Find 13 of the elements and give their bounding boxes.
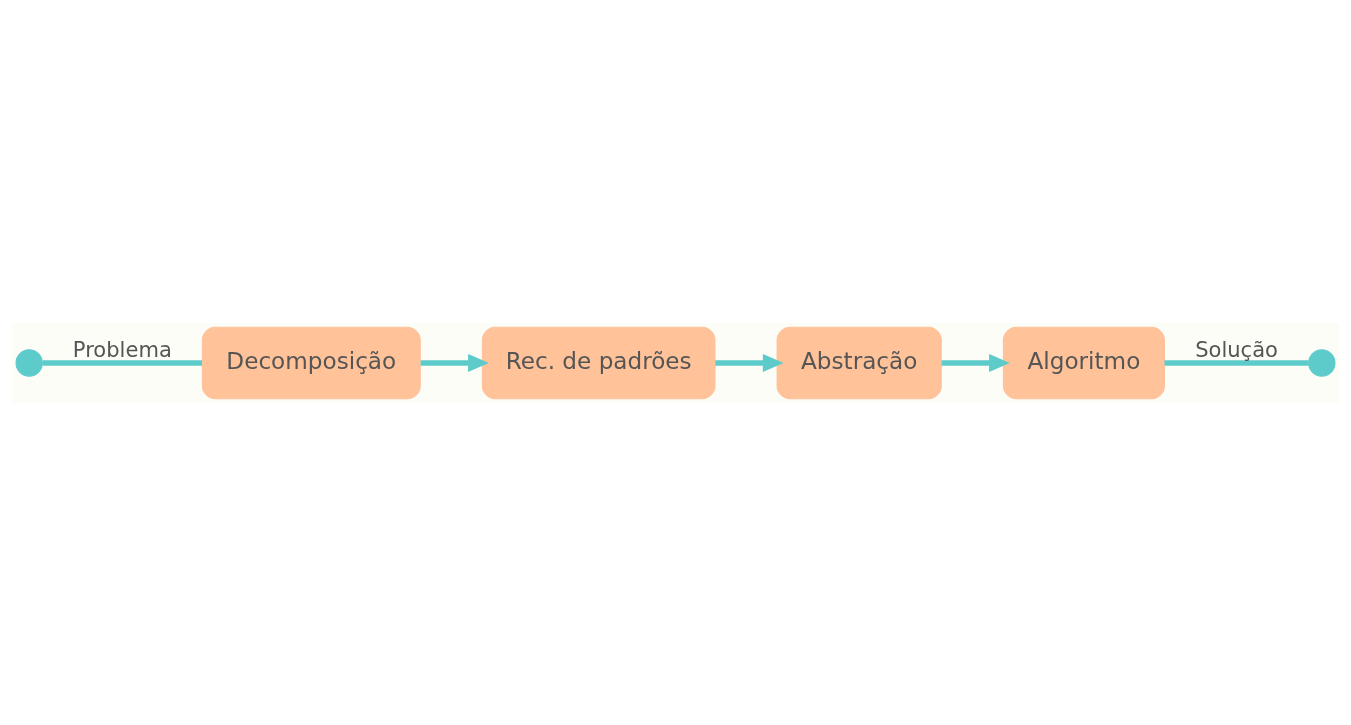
connector (1164, 359, 1309, 366)
node-box: Rec. de padrões (481, 326, 716, 399)
connector (42, 359, 202, 366)
node-circle (1308, 348, 1336, 377)
node-box: Abstração (776, 326, 942, 399)
node-box: Decomposição (201, 326, 421, 399)
arrow (941, 353, 1010, 372)
arrow (420, 353, 489, 372)
edge-label: Solução (1195, 336, 1278, 362)
node-circle (15, 348, 43, 377)
node-box: Algoritmo (1002, 326, 1165, 399)
edge-label: Problema (72, 336, 172, 362)
arrow (715, 353, 784, 372)
